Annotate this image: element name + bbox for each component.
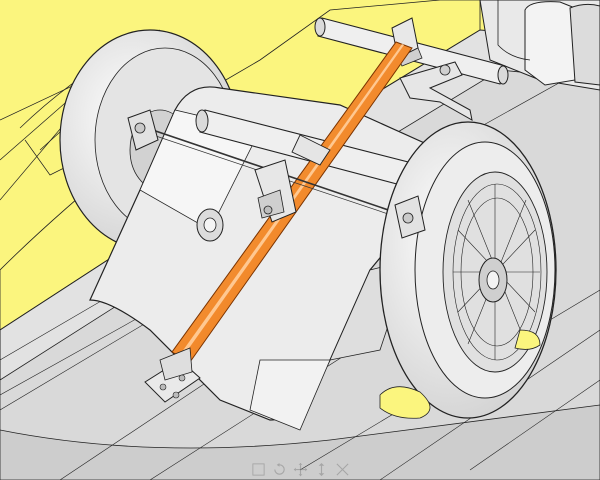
panel-edge [497,0,531,61]
select-icon [252,462,265,476]
fit-view-icon [336,462,349,476]
right-wheel[interactable] [379,121,557,419]
rotate-icon [274,462,285,475]
rear-housing [524,1,576,86]
zoom-icon [318,462,325,476]
plate-lower-face [249,359,331,431]
zoom-tool[interactable] [313,461,330,478]
fit-view-tool[interactable] [334,461,351,478]
center-bracket[interactable] [254,134,331,223]
pan-tool[interactable] [292,461,309,478]
floor-front-edge [0,404,600,480]
view-toolbar [250,459,351,479]
select-tool[interactable] [250,461,267,478]
right-knuckle[interactable] [394,195,426,239]
left-knuckle[interactable] [127,109,159,151]
rotate-tool[interactable] [271,461,288,478]
wheel-well-right [379,386,431,419]
pan-icon [293,462,308,476]
rear-housing-2 [569,3,600,86]
rod-base-mount[interactable] [144,347,201,403]
brake-lever[interactable] [399,61,473,121]
wheel-well-right-2 [514,329,541,350]
